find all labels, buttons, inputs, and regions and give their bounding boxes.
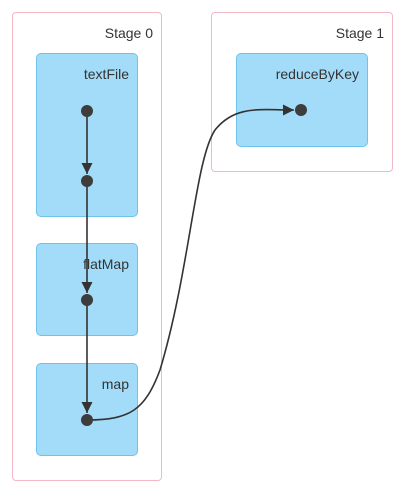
- textfile-label: textFile: [83, 66, 129, 82]
- textfile-rdd-node-2[interactable]: [81, 175, 93, 187]
- flatmap-rdd-node[interactable]: [81, 294, 93, 306]
- reducebykey-rdd-node[interactable]: [295, 104, 307, 116]
- flatmap-label: flatMap: [83, 256, 129, 272]
- reducebykey-operation-box[interactable]: reduceByKey: [236, 53, 368, 147]
- map-rdd-node[interactable]: [81, 414, 93, 426]
- stage-1-label: Stage 1: [335, 25, 384, 41]
- reducebykey-label: reduceByKey: [275, 66, 359, 82]
- textfile-rdd-node-1[interactable]: [81, 105, 93, 117]
- edge-map-to-reducebykey: [86, 104, 295, 421]
- stage-0-label: Stage 0: [104, 25, 153, 41]
- map-label: map: [101, 376, 129, 392]
